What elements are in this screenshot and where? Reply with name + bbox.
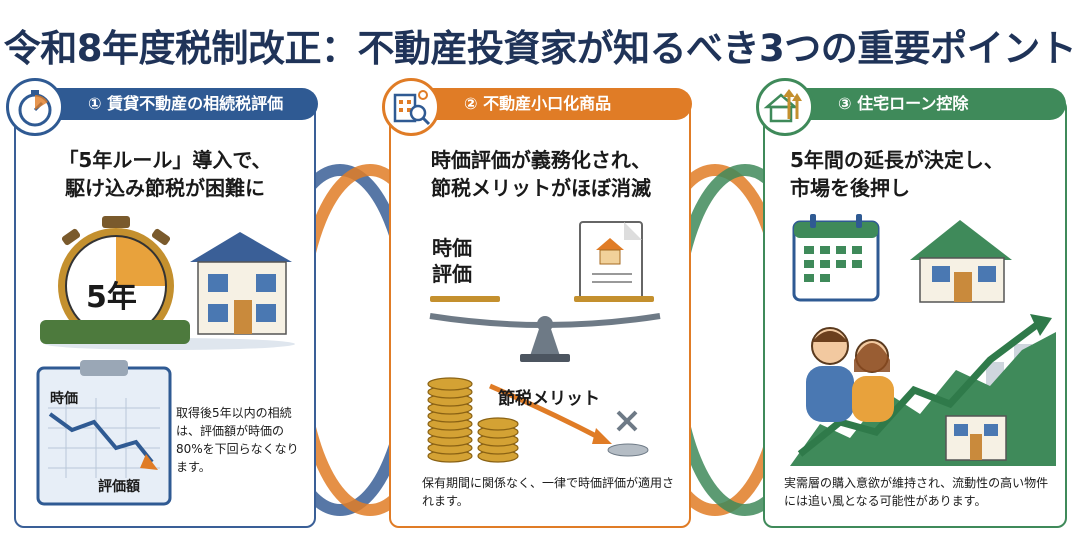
house-up-arrow-icon <box>756 78 814 136</box>
chart-label-assessed-value: 評価額 <box>98 479 140 495</box>
family-rising-market-illustration <box>790 314 1056 466</box>
chart-label-market-price: 時価 <box>50 391 78 407</box>
stopwatch-label: 5年 <box>86 280 137 315</box>
balance-scale-illustration <box>429 221 661 362</box>
coins-decline-illustration <box>427 377 649 463</box>
scale-label-line1: 時価 <box>432 236 472 260</box>
stopwatch-icon <box>6 78 64 136</box>
card-3-header: ③ 住宅ローン控除 <box>780 88 1066 120</box>
card-3-headline: 5年間の延長が決定し、 市場を後押し <box>790 148 1004 200</box>
card-1-header: ① 賃貸不動産の相続税評価 <box>30 88 318 120</box>
card-1-headline: 「5年ルール」導入で、 駆け込み節税が困難に <box>58 148 272 200</box>
stopwatch-house-illustration <box>40 216 295 350</box>
card-2-header: ② 不動産小口化商品 <box>406 88 692 120</box>
card-2-headline: 時価評価が義務化され、 節税メリットがほぼ消滅 <box>430 148 652 200</box>
calendar-house-illustration <box>792 214 1012 303</box>
page-title: 令和8年度税制改正：不動産投資家が知るべき3つの重要ポイント <box>3 27 1077 70</box>
building-magnifier-icon <box>382 78 440 136</box>
card-3-note: 実需層の購入意欲が維持され、流動性の高い物件には追い風となる可能性があります。 <box>784 476 1049 508</box>
card-2-note: 保有期間に関係なく、一律で時価評価が適用されます。 <box>422 476 675 508</box>
coins-label: 節税メリット <box>498 389 600 409</box>
scale-label-line2: 評価 <box>432 262 472 286</box>
clipboard-chart <box>36 360 172 506</box>
card-1-note: 取得後5年以内の相続は、評価額が時価の80%を下回らなくなります。 <box>176 406 299 474</box>
